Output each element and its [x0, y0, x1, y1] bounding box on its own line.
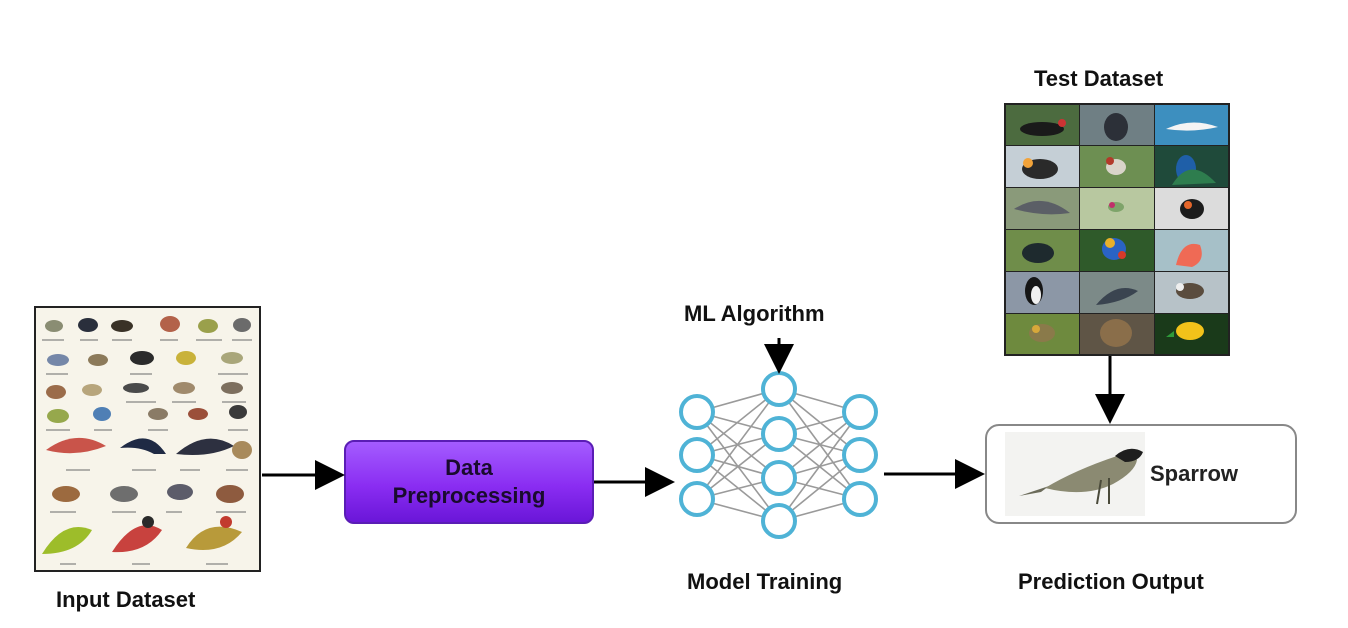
preprocessing-line-1: Data	[445, 455, 493, 480]
flow-arrows	[262, 338, 1125, 497]
test-dataset-title: Test Dataset	[1034, 66, 1164, 91]
thumb-r5	[1006, 272, 1228, 313]
preprocessing-line-2: Preprocessing	[392, 483, 546, 508]
network-node-layer-3	[842, 437, 878, 473]
network-nodes	[679, 371, 878, 539]
bird-poster-illustration	[42, 316, 252, 565]
network-node-layer-2	[761, 416, 797, 452]
network-node-layer-1	[679, 437, 715, 473]
network-node-layer-1	[679, 394, 715, 430]
data-preprocessing-box: Data Preprocessing	[344, 440, 594, 524]
thumb-r2	[1006, 146, 1228, 187]
bird-row-1	[45, 316, 251, 333]
model-training-title: Model Training	[687, 569, 843, 594]
prediction-output-title: Prediction Output	[1018, 569, 1204, 594]
ml-algorithm-title: ML Algorithm	[684, 301, 825, 326]
input-dataset-image	[34, 306, 261, 572]
prediction-output-box	[985, 424, 1297, 524]
network-edges	[696, 388, 861, 522]
bird-row-6	[52, 484, 244, 503]
test-photo-grid	[1006, 105, 1228, 354]
thumb-r1	[1006, 105, 1228, 145]
network-node-layer-1	[679, 481, 715, 517]
thumb-r6	[1006, 314, 1228, 354]
network-node-layer-2	[761, 371, 797, 407]
network-node-layer-3	[842, 481, 878, 517]
network-node-layer-2	[761, 460, 797, 496]
network-node-layer-3	[842, 394, 878, 430]
bird-row-4	[47, 405, 247, 423]
network-node-layer-2	[761, 503, 797, 539]
bird-row-3	[46, 382, 243, 399]
bird-row-7	[42, 516, 242, 554]
prediction-result: Sparrow	[1150, 461, 1239, 486]
bird-row-5	[46, 437, 252, 459]
network-edge	[696, 388, 780, 500]
thumb-r3	[1006, 188, 1228, 229]
thumb-r4	[1006, 230, 1228, 271]
test-dataset-image	[1004, 103, 1230, 356]
network-edge	[778, 411, 861, 522]
bird-row-2	[47, 351, 243, 366]
sparrow-photo	[1005, 432, 1145, 516]
input-dataset-title: Input Dataset	[56, 587, 196, 612]
